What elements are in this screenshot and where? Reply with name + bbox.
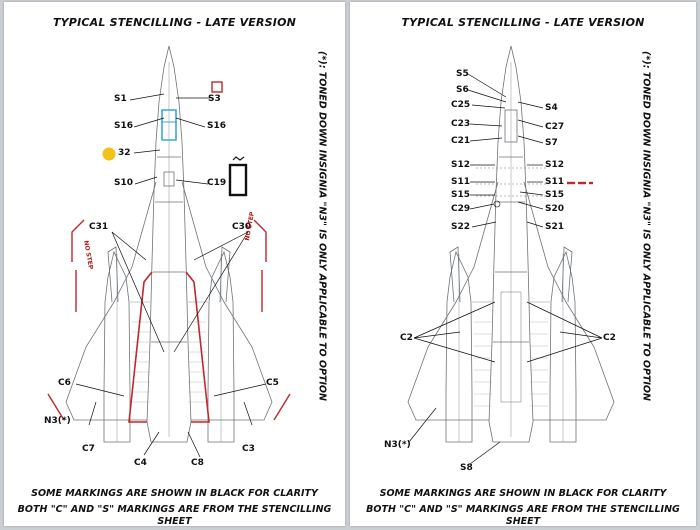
callout-s8: S8: [460, 463, 473, 473]
callout-c29: C29: [451, 204, 471, 214]
vertical-footnote: (*): TONED DOWN INSIGNIA "N3" IS ONLY AP…: [316, 51, 328, 401]
callout-c8: C8: [191, 458, 204, 468]
aircraft-plan-view-right: [407, 45, 615, 465]
callout-s4: S4: [545, 103, 558, 113]
callout-c27: C27: [545, 122, 565, 132]
callout-32: 32: [118, 148, 131, 158]
callout-s16-right: S16: [207, 121, 227, 131]
callout-c4: C4: [134, 458, 147, 468]
callout-s15-right: S15: [545, 190, 565, 200]
red-edge-stripes: [47, 219, 291, 421]
callout-c30: C30: [232, 222, 252, 232]
callout-s3: S3: [208, 94, 221, 104]
callout-c6: C6: [58, 378, 71, 388]
callout-n3: N3(*): [384, 440, 411, 450]
callout-s1: S1: [114, 94, 127, 104]
callout-c31: C31: [89, 222, 109, 232]
callout-c21: C21: [451, 136, 471, 146]
callout-c2-left: C2: [400, 333, 413, 343]
callout-s22: S22: [451, 222, 471, 232]
aircraft-plan-view-left: [47, 45, 291, 458]
callout-c5: C5: [266, 378, 279, 388]
callout-s11-left: S11: [451, 177, 471, 187]
c19-frame-marker: [228, 163, 248, 197]
callout-s12-right: S12: [545, 160, 565, 170]
callout-c7: C7: [82, 444, 95, 454]
footer-line-2: BOTH "C" AND "S" MARKINGS ARE FROM THE S…: [366, 504, 680, 527]
callout-c23: C23: [451, 119, 471, 129]
callout-c25: C25: [451, 100, 471, 110]
callout-c19: C19: [207, 178, 227, 188]
yellow-circle-marker: [102, 147, 116, 161]
canopy-outline: [161, 109, 177, 141]
stencil-sheet-right: TYPICAL STENCILLING - LATE VERSION S5 S6…: [350, 2, 696, 527]
callout-s5: S5: [456, 69, 469, 79]
callout-c2-right: C2: [603, 333, 616, 343]
footer-line-2: BOTH "C" AND "S" MARKINGS ARE FROM THE S…: [17, 504, 332, 527]
callout-c3: C3: [242, 444, 255, 454]
vertical-footnote: (*): TONED DOWN INSIGNIA "N3" IS ONLY AP…: [640, 51, 652, 401]
callout-s20: S20: [545, 204, 565, 214]
footer-line-1: SOME MARKINGS ARE SHOWN IN BLACK FOR CLA…: [379, 488, 667, 499]
callout-s21: S21: [545, 222, 565, 232]
callout-s11-right: S11: [545, 177, 565, 187]
stencil-sheet-left: TYPICAL STENCILLING - LATE VERSION S1 S3…: [4, 2, 345, 527]
walkway-outline: [128, 271, 210, 423]
callout-s10: S10: [114, 178, 134, 188]
callout-s16-left: S16: [114, 121, 134, 131]
sheet-title: TYPICAL STENCILLING - LATE VERSION: [401, 16, 645, 29]
sheet-title: TYPICAL STENCILLING - LATE VERSION: [52, 16, 297, 29]
callout-s12-left: S12: [451, 160, 471, 170]
callout-s7: S7: [545, 138, 558, 148]
callout-s6: S6: [456, 85, 469, 95]
footer-line-1: SOME MARKINGS ARE SHOWN IN BLACK FOR CLA…: [31, 488, 318, 499]
red-square-marker: [211, 81, 223, 93]
callout-n3: N3(*): [44, 416, 71, 426]
callout-s15-left: S15: [451, 190, 471, 200]
